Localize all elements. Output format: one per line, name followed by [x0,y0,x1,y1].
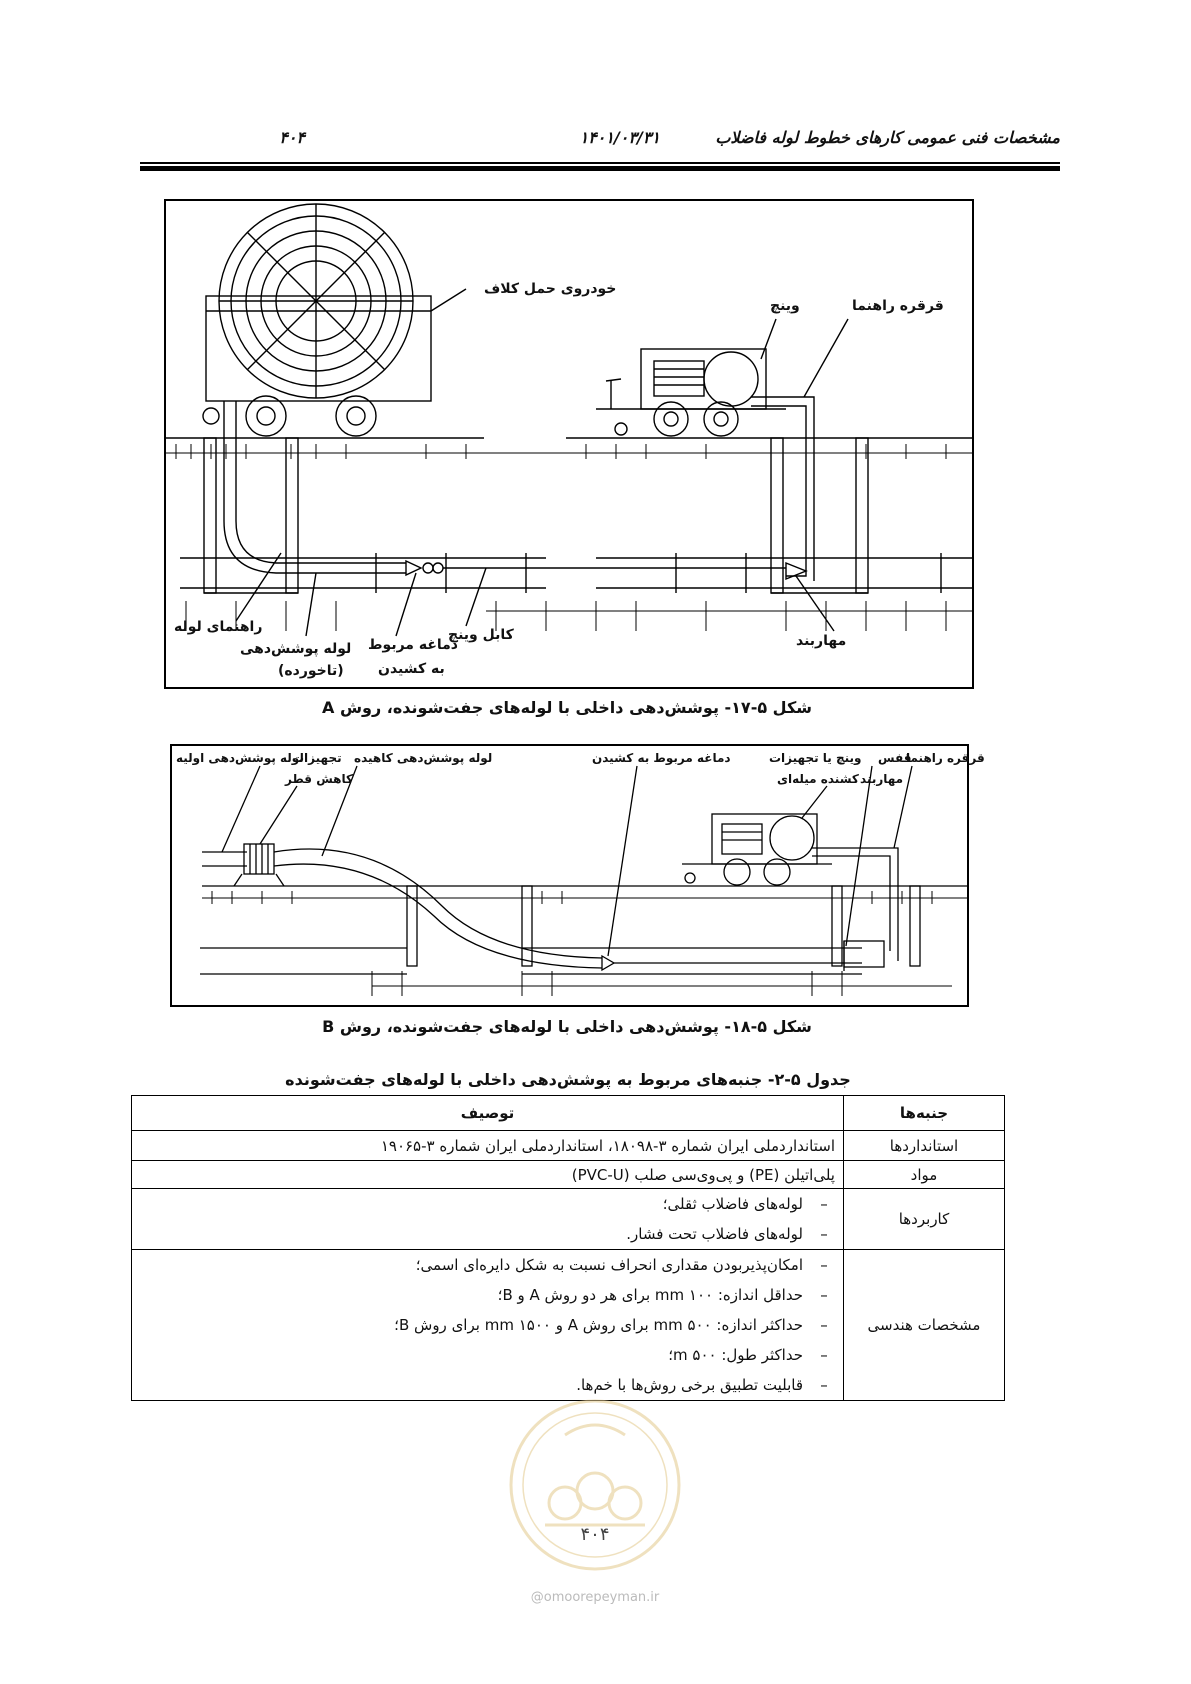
spec-table: جنبه‌ها توصیف استانداردها استانداردملی ا… [131,1095,1005,1401]
page-header: ۴۰۴ ۱۴۰۱/۰۳/۳۱ مشخصات فنی عمومی کارهای خ… [140,128,1060,168]
figure-b-diagram [200,765,967,996]
row-aspect: کاربردها [843,1188,1005,1250]
header-rule-thin [140,162,1060,164]
row-aspect: مشخصات هندسی [843,1249,1005,1401]
header-title: مشخصات فنی عمومی کارهای خطوط لوله فاضلاب [715,128,1060,147]
label-vehicle: خودروی حمل کلاف [484,281,617,297]
label-winch-rod: وینچ یا تجهیزات [769,751,862,765]
label-reduced-liner: لوله پوشش‌دهی کاهیده [354,751,493,765]
table-header-row: جنبه‌ها توصیف [131,1095,1005,1131]
figure-a-caption: شکل ۵-۱۷- پوشش‌دهی داخلی با لوله‌های جفت… [322,698,812,717]
list-item: حداکثر اندازه: ۵۰۰ mm برای روش A و ۱۵۰۰ … [140,1310,835,1340]
label-pipe-guide: راهنمای لوله [174,619,263,635]
label-pull-head: دماغه مربوط به کشیدن [592,751,731,765]
list-item: قابلیت تطبیق برخی روش‌ها با خم‌ها. [140,1370,835,1400]
table-row: مواد پلی‌اتیلن (PE) و پی‌وی‌سی صلب (PVC-… [131,1160,1005,1189]
list-item: لوله‌های فاضلاب ثقلی؛ [140,1189,835,1219]
figure-b-caption: شکل ۵-۱۸- پوشش‌دهی داخلی با لوله‌های جفت… [322,1017,812,1036]
row-desc: امکان‌پذیربودن مقداری انحراف نسبت به شکل… [131,1249,844,1401]
table-row: کاربردها لوله‌های فاضلاب ثقلی؛ لوله‌های … [131,1188,1005,1250]
col-desc: توصیف [131,1095,844,1131]
label-liner-pipe: لوله پوشش‌دهی [240,641,352,657]
label-anchor-b: مهاربند [860,772,904,786]
row-aspect: مواد [843,1160,1005,1189]
label-winch-cable: کابل وینچ [448,627,514,643]
table-row: استانداردها استانداردملی ایران شماره ۳-۱… [131,1130,1005,1161]
label-equip: تجهیزات [292,751,342,765]
figure-a: خودروی حمل کلاف وینچ قرقره راهنما راهنما… [164,199,974,689]
watermark-url: @omoorepeyman.ir [530,1590,660,1605]
label-rod-puller: کشنده میله‌ای [777,772,859,786]
header-rule-thick [140,166,1060,171]
list-item: لوله‌های فاضلاب تحت فشار. [140,1219,835,1249]
label-anchor: مهاربند [796,633,847,649]
table-row: مشخصات هندسی امکان‌پذیربودن مقداری انحرا… [131,1249,1005,1401]
label-folded: (تاخورده) [278,663,344,679]
row-desc: استانداردملی ایران شماره ۳-۱۸۰۹۸، استاند… [131,1130,844,1161]
row-aspect: استانداردها [843,1130,1005,1161]
label-diameter-reduction: کاهش قطر [285,772,353,786]
label-pull-head: دماغه مربوط [368,637,458,653]
label-guide-roller-b: قرقره راهنما [906,751,985,765]
label-cage: قفس [878,751,912,765]
watermark-seal [509,1399,681,1571]
header-date: ۱۴۰۱/۰۳/۳۱ [579,128,660,147]
table-title: جدول ۵-۲- جنبه‌های مربوط به پوشش‌دهی داخ… [285,1070,851,1089]
col-aspect: جنبه‌ها [843,1095,1005,1131]
figure-a-diagram [166,203,972,637]
figure-b: لوله پوشش‌دهی اولیه تجهیزات کاهش قطر لول… [170,744,985,1007]
footer-page-number: ۴۰۴ [580,1524,610,1545]
row-desc: پلی‌اتیلن (PE) و پی‌وی‌سی صلب (PVC-U) [131,1160,844,1189]
label-winch: وینچ [770,298,800,314]
row-desc: لوله‌های فاضلاب ثقلی؛ لوله‌های فاضلاب تح… [131,1188,844,1250]
label-initial-liner: لوله پوشش‌دهی اولیه [176,751,304,765]
list-item: حداکثر طول: ۵۰۰ m؛ [140,1340,835,1370]
label-pull-head-2: به کشیدن [378,661,445,677]
page-number: ۴۰۴ [279,128,305,147]
label-guide-roller: قرقره راهنما [852,298,944,314]
list-item: حداقل اندازه: ۱۰۰ mm برای هر دو روش A و … [140,1280,835,1310]
list-item: امکان‌پذیربودن مقداری انحراف نسبت به شکل… [140,1250,835,1280]
